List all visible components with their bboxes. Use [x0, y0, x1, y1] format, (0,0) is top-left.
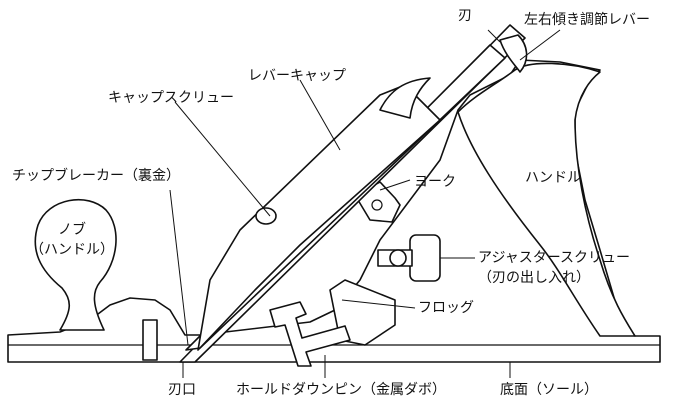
- lever-cap-ear: [379, 77, 431, 119]
- leader-frog: [341, 299, 416, 309]
- label-sole: 底面（ソール）: [500, 382, 598, 398]
- yoke-pivot: [371, 199, 383, 211]
- adjuster-ball: [389, 249, 407, 267]
- label-knob-1: ノブ: [58, 222, 86, 238]
- handle-shape: [457, 62, 636, 337]
- leader-cap-screw: [174, 101, 271, 217]
- label-mouth: 刃口: [168, 382, 196, 398]
- label-lateral-lever: 左右傾き調節レバー: [524, 12, 650, 28]
- label-hold-down-pin: ホールドダウンピン（金属ダボ）: [236, 382, 446, 398]
- leader-chipbreaker: [169, 189, 189, 346]
- label-lever-cap: レバーキャップ: [248, 68, 346, 84]
- label-frog: フロッグ: [418, 300, 474, 316]
- lateral-lever-shape: [499, 34, 528, 73]
- label-blade: 刃: [458, 8, 472, 24]
- label-cap-screw: キャップスクリュー: [108, 90, 234, 106]
- label-handle: ハンドル: [525, 170, 581, 186]
- label-adjuster-2: （刃の出し入れ）: [478, 270, 590, 286]
- leader-blade: [487, 29, 501, 43]
- hold-down-pin-shape: [269, 301, 351, 367]
- leader-lateral: [519, 29, 561, 61]
- adjuster-wheel: [409, 234, 441, 282]
- front-post: [142, 319, 158, 361]
- leader-yoke: [379, 179, 411, 191]
- label-knob-2: （ハンドル）: [30, 242, 114, 258]
- label-yoke: ヨーク: [414, 174, 456, 190]
- label-chipbreaker: チップブレーカー（裏金）: [12, 168, 180, 184]
- cap-screw-shape: [255, 207, 277, 225]
- leader-lever-cap: [299, 79, 341, 151]
- label-adjuster-1: アジャスタースクリュー: [478, 250, 631, 266]
- knob-shape: [34, 198, 117, 331]
